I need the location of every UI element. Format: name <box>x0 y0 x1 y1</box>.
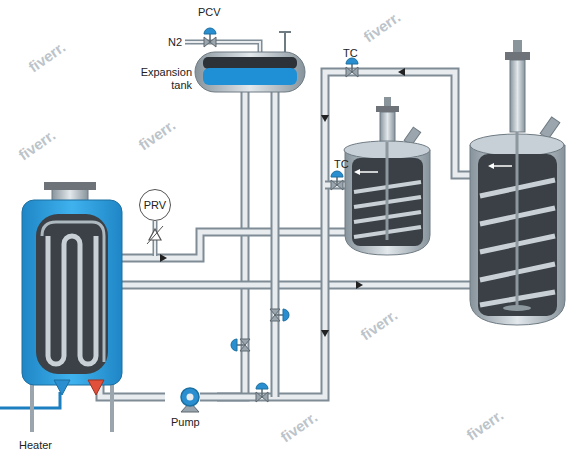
pipe-connector <box>130 397 165 398</box>
pump-illustration <box>181 388 199 412</box>
valve-tag: TC <box>343 47 358 60</box>
flow-arrow <box>354 169 360 175</box>
heater-chamber <box>36 214 108 374</box>
watermark: fiverr. <box>278 410 319 444</box>
relief-valve-symbol <box>147 226 163 244</box>
gate-valve <box>256 383 268 402</box>
equipment-label: Expansion tank <box>130 66 192 92</box>
pump-impeller <box>187 394 194 401</box>
agitator-motor <box>505 52 530 60</box>
watermark: fiverr. <box>358 308 399 342</box>
agitator-motor <box>510 60 525 132</box>
flow-arrow <box>398 68 405 76</box>
flow-arrow <box>360 171 378 173</box>
flow-arrow <box>321 115 329 122</box>
pipe-bore <box>130 395 165 400</box>
pump-box: Pump <box>165 383 217 429</box>
agitator-shaft <box>516 132 519 306</box>
supply-pipe <box>118 281 470 290</box>
gate-valve <box>270 309 289 321</box>
tank-label-box: Expansion tank <box>128 48 306 92</box>
heater-shell <box>22 200 122 385</box>
watermark: fiverr. <box>361 10 402 44</box>
burner <box>54 380 70 395</box>
agitator-motor <box>384 97 391 106</box>
heater-coil <box>48 236 96 364</box>
watermark: fiverr. <box>464 408 505 442</box>
agitator-motor <box>376 106 399 112</box>
gas-name: N2 <box>168 36 182 49</box>
watermark: fiverr. <box>136 118 177 152</box>
return-pipe <box>200 72 470 397</box>
temperature-control-valve <box>346 58 358 77</box>
watermark: fiverr. <box>16 128 57 162</box>
pressure-control-valve <box>204 28 216 47</box>
tank-gas-space <box>203 57 297 69</box>
tank-pipe <box>273 90 278 397</box>
equipment-label: Heater <box>19 439 52 452</box>
tank-pipe <box>271 90 280 397</box>
heater-leg <box>110 380 114 432</box>
vent-pipe <box>284 32 286 53</box>
agitator-motor <box>513 40 522 52</box>
small-reactor <box>344 97 430 255</box>
large-reactor <box>470 40 565 325</box>
agitator-shaft <box>386 142 389 240</box>
heater-box: Heater <box>15 178 130 452</box>
heater-leg <box>30 380 34 432</box>
supply-pipe <box>118 283 470 288</box>
symbol-label: PRV <box>144 199 166 212</box>
return-pipe <box>200 72 470 397</box>
heater-illustration <box>22 182 122 432</box>
pipe-network <box>0 42 470 408</box>
agitator-motor <box>380 112 395 142</box>
relief-valve-circle: PRV <box>139 189 171 221</box>
watermark: fiverr. <box>26 40 67 74</box>
heater-chimney-cap <box>44 182 96 190</box>
tank-oil-level <box>203 68 297 85</box>
flow-arrow <box>356 281 363 289</box>
temperature-control-valve <box>331 171 343 190</box>
tank-shell <box>195 52 305 92</box>
burner <box>88 380 104 395</box>
nitrogen-line <box>185 42 260 53</box>
pipe-wall <box>130 393 165 402</box>
flow-arrow <box>321 330 329 337</box>
valve-tag: TC <box>334 158 349 171</box>
nitrogen-line <box>185 42 260 53</box>
equipment-label: Pump <box>171 416 200 429</box>
gate-valve <box>231 339 250 351</box>
vent-cap <box>279 31 291 33</box>
flow-arrow <box>494 165 512 167</box>
agitator-impeller <box>503 305 531 311</box>
pump-casing <box>181 388 199 406</box>
heater-coil <box>42 222 104 362</box>
flow-arrow <box>160 254 167 262</box>
flow-arrow <box>488 163 494 169</box>
valve-tag: PCV <box>198 6 221 19</box>
